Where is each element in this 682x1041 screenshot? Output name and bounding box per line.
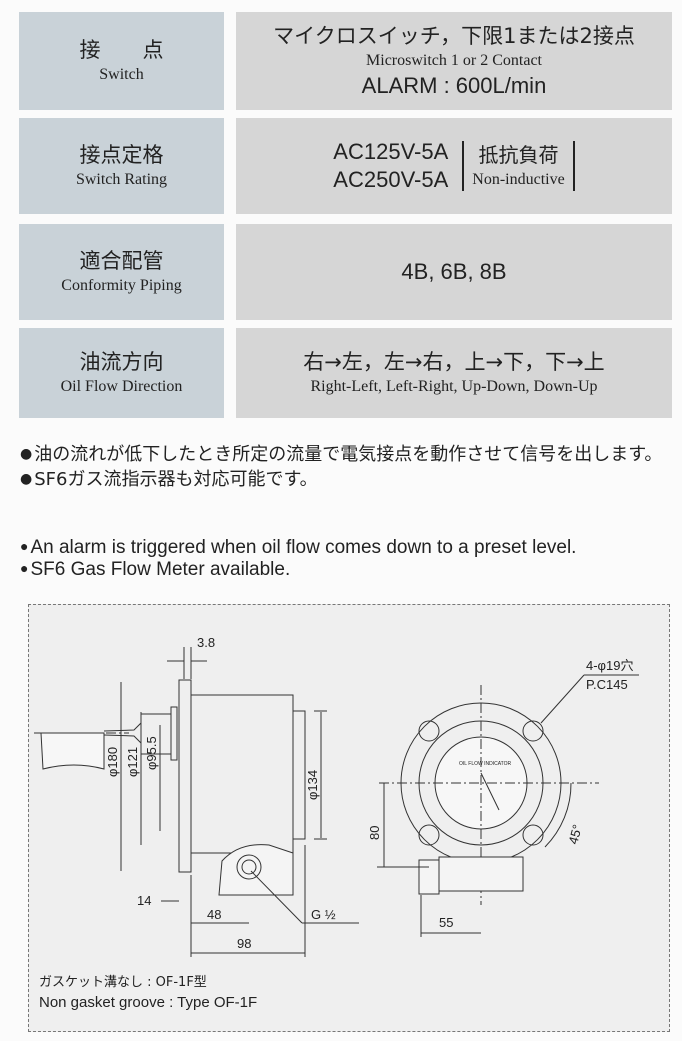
dim-48: 48 [207, 907, 221, 922]
label-jp: 適合配管 [79, 249, 164, 273]
value-conformity-piping: 4B, 6B, 8B [236, 224, 672, 320]
value-jp: マイクロスイッチ，下限1または2接点 [273, 24, 635, 48]
label-en: Oil Flow Direction [60, 378, 183, 395]
dim-98: 98 [237, 936, 251, 951]
notes-jp: ●油の流れが低下したとき所定の流量で電気接点を動作させて信号を出します。 ●SF… [20, 442, 670, 492]
note-en-1: ●An alarm is triggered when oil flow com… [20, 537, 577, 558]
label-en: Switch [99, 66, 144, 83]
piping-value: 4B, 6B, 8B [401, 259, 507, 284]
label-switch-rating: 接点定格 Switch Rating [19, 118, 224, 214]
value-oil-flow-direction: 右→左，左→右，上→下，下→上 Right-Left, Left-Right, … [236, 328, 672, 418]
label-conformity-piping: 適合配管 Conformity Piping [19, 224, 224, 320]
value-switch: マイクロスイッチ，下限1または2接点 Microswitch 1 or 2 Co… [236, 12, 672, 110]
dimension-drawing: 3.8 φ180 φ121 φ95.5 φ134 14 48 98 G ½ [28, 604, 670, 1032]
dim-diameter-95-5: φ95.5 [144, 736, 159, 770]
note-jp-2: ●SF6ガス流指示器も対応可能です。 [20, 469, 318, 490]
dim-bolt-holes: 4-φ19穴 [586, 658, 633, 673]
dim-pcd: P.C145 [586, 677, 628, 692]
bracket-jp: 抵抗負荷 [478, 143, 559, 167]
note-en-2: ●SF6 Gas Flow Meter available. [20, 559, 291, 580]
value-jp: 右→左，左→右，上→下，下→上 [303, 350, 605, 374]
dim-angle-45: 45° [565, 823, 585, 846]
label-jp: 油流方向 [79, 350, 164, 374]
side-view: 3.8 φ180 φ121 φ95.5 φ134 14 48 98 G ½ [34, 635, 359, 957]
value-switch-rating: AC125V-5A AC250V-5A 抵抗負荷 Non-inductive [236, 118, 672, 214]
dim-55: 55 [439, 915, 453, 930]
label-en: Switch Rating [75, 171, 168, 188]
note-text: SF6 Gas Flow Meter available. [30, 559, 291, 580]
note-text: SF6ガス流指示器も対応可能です。 [34, 469, 318, 490]
rating-125v: AC125V-5A [333, 139, 449, 164]
dim-diameter-121: φ121 [125, 747, 140, 777]
dim-diameter-134: φ134 [305, 770, 320, 800]
note-text: An alarm is triggered when oil flow come… [30, 537, 577, 558]
dim-thread: G ½ [311, 907, 336, 922]
label-jp: 接点定格 [79, 143, 164, 167]
value-en: Right-Left, Left-Right, Up-Down, Down-Up [310, 378, 598, 395]
dim-flange-thickness: 3.8 [197, 635, 215, 650]
dim-80: 80 [367, 826, 382, 840]
label-switch: 接 点 Switch [19, 12, 224, 110]
label-en: Conformity Piping [61, 277, 182, 294]
dim-14: 14 [137, 893, 151, 908]
drawing-svg: 3.8 φ180 φ121 φ95.5 φ134 14 48 98 G ½ [34, 635, 639, 957]
caption-jp: ガスケット溝なし : OF-1F型 [39, 975, 207, 990]
notes-en: ●An alarm is triggered when oil flow com… [20, 536, 670, 580]
label-jp: 接 点 [79, 38, 164, 62]
alarm-value: ALARM : 600L/min [361, 73, 547, 98]
dim-diameter-180: φ180 [105, 747, 120, 777]
bracket-en: Non-inductive [472, 171, 565, 188]
front-view: OIL FLOW INDICATOR 80 55 45° 4-φ19穴 P.C1… [367, 658, 639, 937]
dial-label: OIL FLOW INDICATOR [459, 761, 512, 767]
rating-250v: AC250V-5A [333, 167, 449, 192]
value-en: Microswitch 1 or 2 Contact [366, 52, 542, 69]
caption-en: Non gasket groove : Type OF-1F [39, 994, 258, 1011]
label-oil-flow-direction: 油流方向 Oil Flow Direction [19, 328, 224, 418]
note-text: 油の流れが低下したとき所定の流量で電気接点を動作させて信号を出します。 [34, 444, 663, 465]
note-jp-1: ●油の流れが低下したとき所定の流量で電気接点を動作させて信号を出します。 [20, 444, 663, 465]
load-bracket: 抵抗負荷 Non-inductive [462, 141, 575, 191]
